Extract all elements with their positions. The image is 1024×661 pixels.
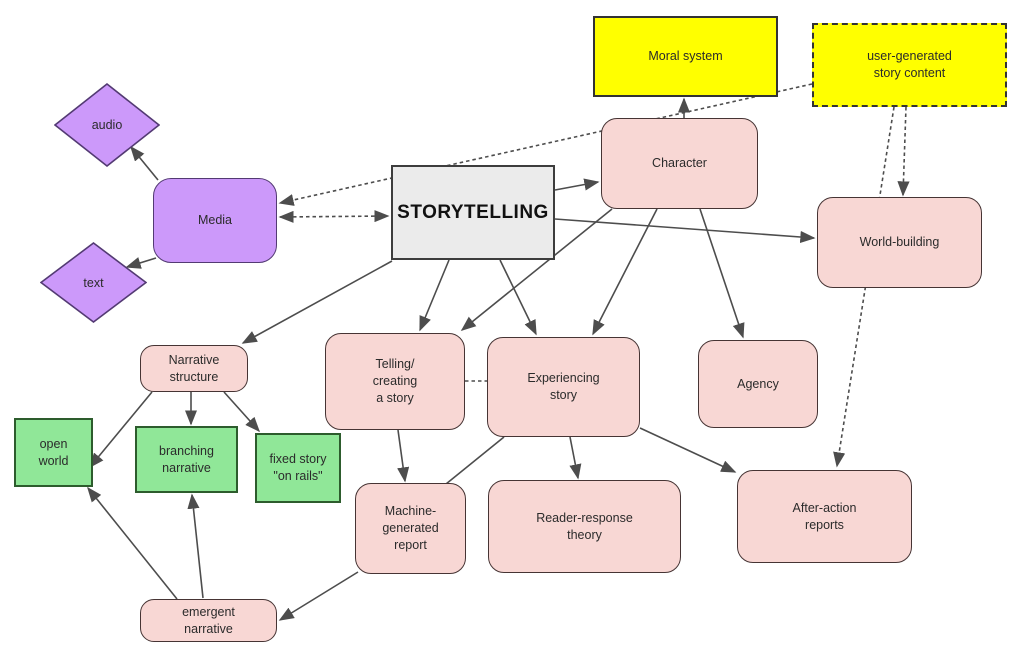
node-media: Media [153, 178, 277, 263]
node-reader-response-theory: Reader-response theory [488, 480, 681, 573]
node-storytelling: STORYTELLING [391, 165, 555, 260]
edge-emergent-narrative-to-open-world [87, 486, 178, 600]
node-label: audio [91, 118, 123, 132]
node-label: Machine- generated report [382, 504, 439, 552]
node-machine-generated-report: Machine- generated report [355, 483, 466, 574]
edge-experiencing-story-to-reader-response-theory [569, 436, 582, 480]
node-label: STORYTELLING [397, 201, 549, 223]
node-audio: audio [54, 83, 160, 167]
edge-telling-creating-a-story-to-machine-generated-report [397, 429, 410, 483]
node-label: text [83, 275, 104, 290]
node-label: branching narrative [159, 443, 214, 475]
node-after-action-reports: After-action reports [737, 470, 912, 563]
node-open-world: open world [14, 418, 93, 487]
node-character: Character [601, 118, 758, 209]
edge-emergent-narrative-to-branching-narrative [187, 493, 204, 599]
node-label: Telling/ creating a story [372, 357, 418, 405]
node-fixed-story-on-rails: fixed story "on rails" [255, 433, 341, 503]
node-label: fixed story "on rails" [269, 452, 327, 483]
node-label: World-building [859, 235, 940, 250]
edge-storytelling-to-experiencing-story [499, 259, 537, 336]
text-diamond-shape [40, 242, 147, 323]
edge-storytelling-to-narrative-structure [241, 260, 393, 344]
node-label: Narrative structure [168, 352, 220, 384]
node-emergent-narrative: emergent narrative [140, 599, 277, 642]
node-label: open world [38, 436, 69, 468]
dashed-edge-user-generated-story-content-to-world-building [897, 106, 910, 197]
node-label: After-action reports [792, 500, 857, 532]
node-label: Moral system [648, 49, 723, 64]
edge-experiencing-story-to-after-action-reports [639, 427, 737, 473]
node-user-generated-story-content: user-generated story content [812, 23, 1007, 107]
node-text: text [40, 242, 147, 323]
edge-character-to-agency [699, 208, 745, 339]
node-world-building: World-building [817, 197, 982, 288]
edge-machine-generated-report-to-emergent-narrative [278, 571, 359, 621]
node-moral-system: Moral system [593, 16, 778, 97]
audio-diamond-shape [54, 83, 160, 167]
node-label: user-generated story content [867, 49, 952, 80]
node-label: emergent narrative [182, 604, 235, 636]
node-experiencing-story: Experiencing story [487, 337, 640, 437]
node-telling-creating-a-story: Telling/ creating a story [325, 333, 465, 430]
node-label: Agency [737, 376, 779, 391]
node-label: Media [197, 213, 233, 228]
node-agency: Agency [698, 340, 818, 428]
edge-storytelling-to-world-building [554, 218, 816, 244]
node-label: Character [652, 156, 707, 171]
edge-storytelling-to-character [554, 178, 600, 191]
node-branching-narrative: branching narrative [135, 426, 238, 493]
node-label: Experiencing story [527, 371, 600, 402]
edge-character-to-experiencing-story [592, 208, 658, 336]
dashed-edge-media-to-storytelling [278, 210, 390, 223]
edge-experiencing-story-to-machine-generated-report [445, 436, 505, 485]
edge-storytelling-to-telling-creating-a-story [419, 259, 450, 332]
node-narrative-structure: Narrative structure [140, 345, 248, 392]
node-label: Reader-response theory [536, 510, 633, 542]
